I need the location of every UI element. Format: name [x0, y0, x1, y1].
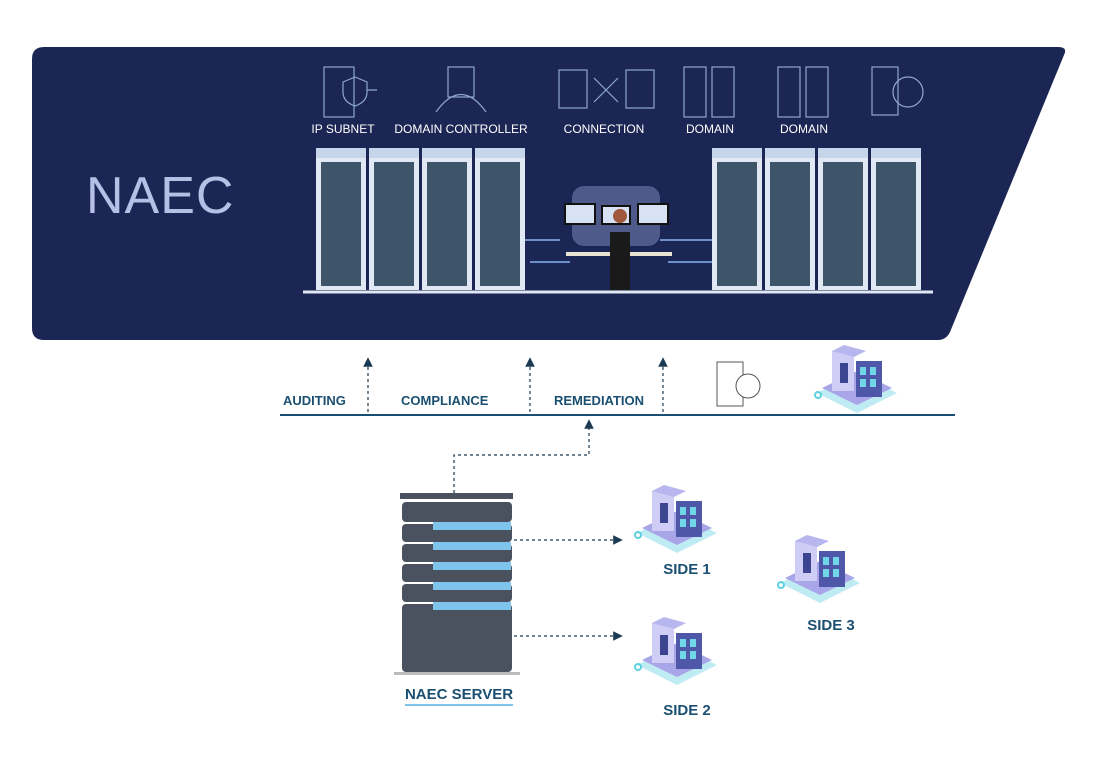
top-icons-art: [323, 66, 924, 118]
side-1-label: SIDE 1: [663, 561, 711, 578]
domain-label-1: DOMAIN: [686, 122, 734, 136]
iso-datacenter-icon: [814, 344, 898, 414]
compliance-label: COMPLIANCE: [401, 393, 489, 408]
side1-datacenter-icon: [634, 484, 718, 554]
timeline-arrows: [363, 357, 668, 641]
brand-title: NAEC: [86, 167, 235, 225]
naec-server-illustration: [394, 493, 520, 675]
wrench-server-icon: [716, 361, 761, 407]
remediation-label: REMEDIATION: [554, 393, 645, 408]
side-3-label: SIDE 3: [807, 617, 855, 634]
naec-server-label: NAEC SERVER: [404, 686, 514, 706]
side2-datacenter-icon: [634, 616, 718, 686]
domain-label-2: DOMAIN: [780, 122, 828, 136]
side3-datacenter-icon: [777, 534, 861, 604]
connection-label: CONNECTION: [563, 122, 645, 136]
operator-desk: [525, 186, 712, 290]
domain-controller-label: DOMAIN CONTROLLER: [394, 122, 528, 136]
ip-subnet-label: IP SUBNET: [311, 122, 375, 136]
auditing-label: AUDITING: [283, 393, 346, 408]
side-2-label: SIDE 2: [663, 702, 711, 719]
